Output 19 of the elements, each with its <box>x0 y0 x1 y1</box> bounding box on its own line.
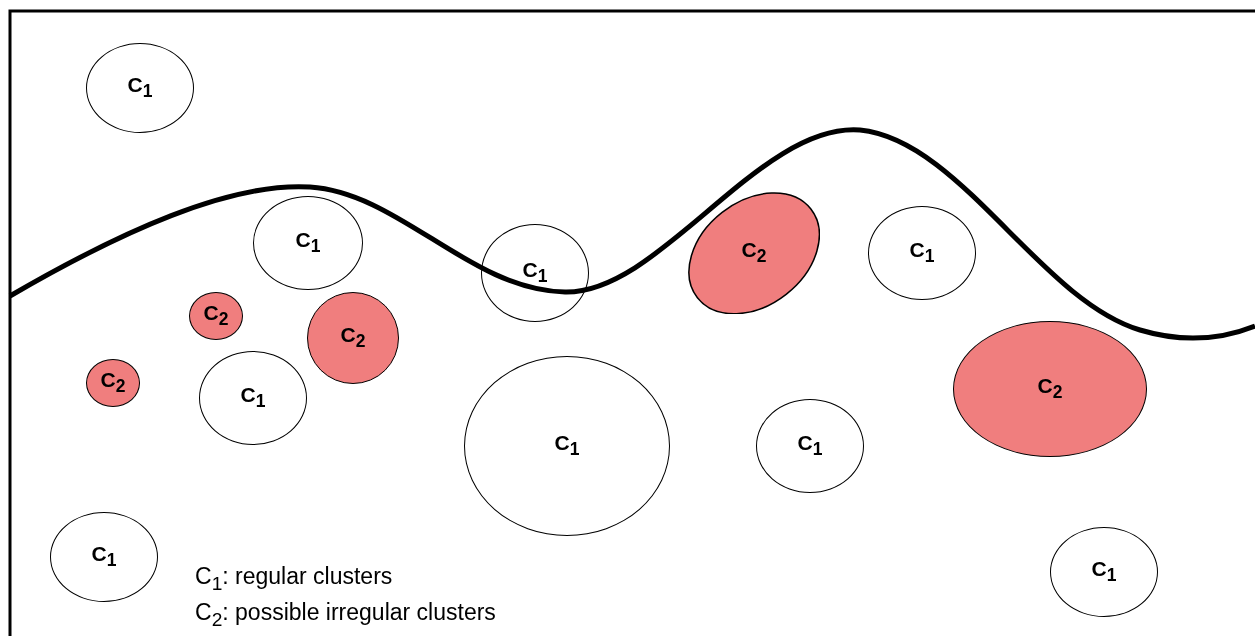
cluster-label: C$_{1}$ <box>554 431 580 461</box>
cluster-label: C$_{2}$ <box>100 368 126 398</box>
cluster-label: C$_{1}$ <box>909 238 935 268</box>
irregular-cluster-ellipse <box>687 191 821 315</box>
legend-note: C$_{1}$: regular clusters <box>195 563 393 595</box>
cluster-label: C$_{1}$ <box>797 431 823 461</box>
cluster-label: C$_{1}$ <box>1091 557 1117 587</box>
cluster-label: C$_{1}$ <box>240 383 266 413</box>
legend-note: C$_{2}$: possible irregular clusters <box>195 599 496 631</box>
cluster-label: C$_{2}$ <box>340 323 366 353</box>
irregular-cluster-ellipse <box>189 292 243 340</box>
cluster-label: C$_{2}$ <box>741 238 767 268</box>
cluster-label: C$_{1}$ <box>91 542 117 572</box>
cluster-label: C$_{1}$ <box>127 73 153 103</box>
cluster-label: C$_{1}$ <box>295 228 321 258</box>
cluster-label: C$_{2}$ <box>203 301 229 331</box>
cluster-label: C$_{2}$ <box>1037 374 1063 404</box>
irregular-cluster-ellipse <box>86 359 140 407</box>
cluster-label: C$_{1}$ <box>522 258 548 288</box>
